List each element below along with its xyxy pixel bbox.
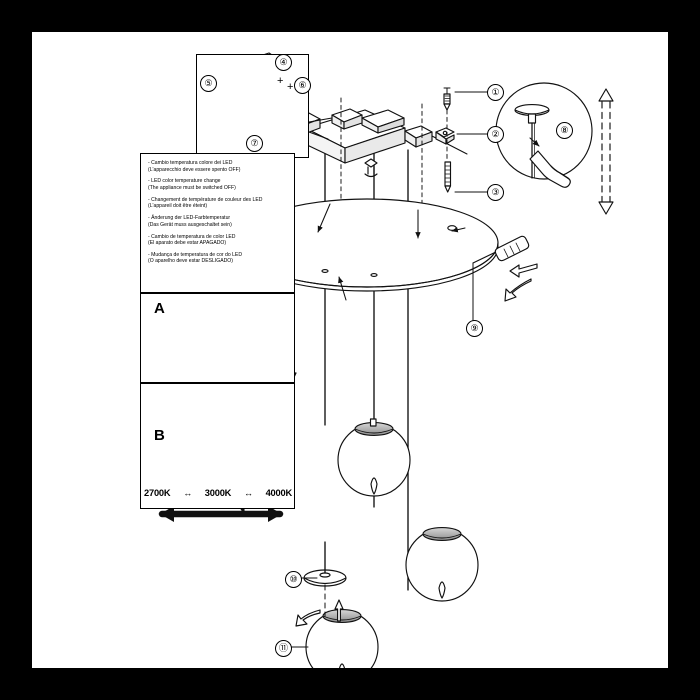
detail-inset-8: [495, 82, 593, 188]
callout-2: ②: [487, 126, 504, 143]
warning-line-de-2: (Das Gerät muss ausgeschaltet sein): [148, 221, 232, 228]
callout-9: ⑨: [466, 320, 483, 337]
warning-line-en-1: - LED color temperature change: [148, 178, 221, 185]
warning-line-it-2: (L'apparecchio deve essere spento OFF): [148, 166, 241, 173]
warning-line-en-2: (The appliance must be switched OFF): [148, 184, 236, 191]
callout-8: ⑧: [556, 122, 573, 139]
callout-6: ⑥: [294, 77, 311, 94]
twist-push-arrows: [295, 599, 344, 627]
warning-line-fr-1: - Changement de température de couleur d…: [148, 196, 263, 203]
kelvin-4000: 4000K: [265, 488, 293, 498]
ceiling-mount-bracket: [290, 103, 433, 178]
push-arrow: [509, 263, 538, 278]
rotate-arrow: [504, 278, 532, 302]
inset-plus-1: +: [277, 75, 284, 87]
panel-b: [140, 383, 295, 509]
hardware-ceiling-screw: [443, 87, 451, 111]
warning-line-es-2: (El aparato debe estar APAGADO): [148, 240, 227, 247]
instruction-sheet: - Cambio temperatura colore dei LED (L'a…: [32, 32, 668, 668]
warning-line-it-1: - Cambio temperatura colore dei LED: [148, 160, 233, 166]
kelvin-2700: 2700K: [144, 488, 171, 498]
height-adjust-arrow: [598, 88, 614, 215]
panel-a: [140, 293, 295, 383]
glass-globe-3: [305, 609, 379, 668]
kelvin-3000: 3000K: [204, 488, 232, 498]
callout-1: ①: [487, 84, 504, 101]
glass-globe-1: [337, 418, 411, 497]
warning-line-pt-1: - Mudança de temperatura de cor do LED: [148, 251, 243, 258]
callout-7: ⑦: [246, 135, 263, 152]
glass-globe-2: [405, 527, 479, 602]
panel-a-letter: A: [154, 300, 165, 317]
kelvin-sep-1: ↔: [183, 488, 192, 498]
callout-11: ⑪: [275, 640, 292, 657]
warning-line-fr-2: (L'appareil doit être éteint): [148, 203, 208, 210]
kelvin-sep-2: ↔: [243, 488, 253, 498]
shade-cover-disc: [303, 541, 347, 587]
warning-line-es-1: - Cambio de temperatura de color LED: [148, 233, 236, 240]
panel-b-letter: B: [154, 427, 165, 444]
callout-3: ③: [487, 184, 504, 201]
warning-line-pt-2: (O aparelho deve estar DESLIGADO): [148, 258, 233, 265]
callout-4: ④: [275, 54, 292, 71]
inset-plus-2: +: [287, 81, 294, 93]
callout-5: ⑤: [200, 75, 217, 92]
hardware-cable-clamp: [435, 127, 455, 145]
warning-text-panel: - Cambio temperatura colore dei LED (L'a…: [140, 153, 295, 293]
callout-10: ⑩: [285, 571, 302, 588]
canopy-release-screwdriver: [472, 235, 530, 264]
warning-line-de-1: - Änderung der LED-Farbtemperatur: [148, 215, 231, 222]
hardware-wall-plug: [444, 161, 452, 193]
color-temperature-scale: 2700K ↔ 3000K ↔ 4000K: [144, 488, 292, 498]
